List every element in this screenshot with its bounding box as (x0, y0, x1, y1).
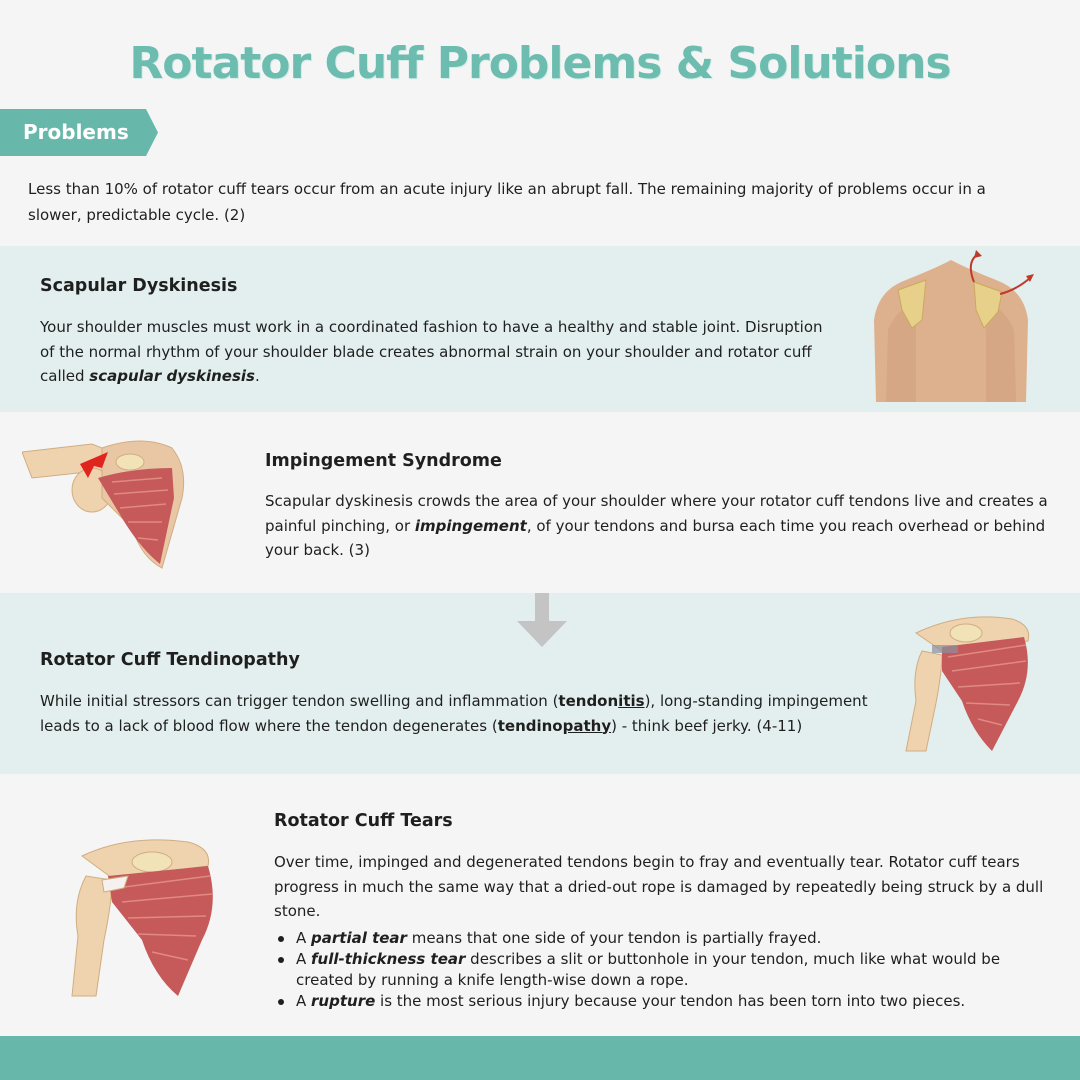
tear-types-list: A partial tear means that one side of yo… (274, 928, 1054, 1012)
list-item: A rupture is the most serious injury bec… (274, 991, 1054, 1012)
list-item: A full-thickness tear describes a slit o… (274, 949, 1054, 991)
section-body: Over time, impinged and degenerated tend… (274, 853, 1044, 920)
section-title: Scapular Dyskinesis (40, 276, 238, 296)
section-title: Rotator Cuff Tendinopathy (40, 650, 300, 670)
section-body: While initial stressors can trigger tend… (40, 692, 868, 735)
section-scapular-dyskinesis: Scapular Dyskinesis Your shoulder muscle… (0, 246, 1080, 412)
section-impingement-syndrome: Impingement Syndrome Scapular dyskinesis… (0, 412, 1080, 593)
section-body: Scapular dyskinesis crowds the area of y… (265, 492, 1048, 559)
shoulder-impingement-illustration (22, 440, 185, 569)
section-body: Your shoulder muscles must work in a coo… (40, 318, 823, 385)
back-shoulder-illustration (874, 250, 1034, 402)
page-title: Rotator Cuff Problems & Solutions (129, 38, 951, 89)
shoulder-tendinopathy-illustration (905, 616, 1030, 752)
footer-bar (0, 1036, 1080, 1080)
intro-text: Less than 10% of rotator cuff tears occu… (28, 180, 986, 224)
section-title: Impingement Syndrome (265, 451, 502, 471)
shoulder-tear-illustration (71, 839, 213, 997)
down-arrow-icon (517, 593, 567, 647)
section-title: Rotator Cuff Tears (274, 811, 453, 831)
problems-tag: Problems (0, 109, 158, 156)
section-rotator-cuff-tears: Rotator Cuff Tears Over time, impinged a… (0, 774, 1080, 1036)
list-item: A partial tear means that one side of yo… (274, 928, 1054, 949)
